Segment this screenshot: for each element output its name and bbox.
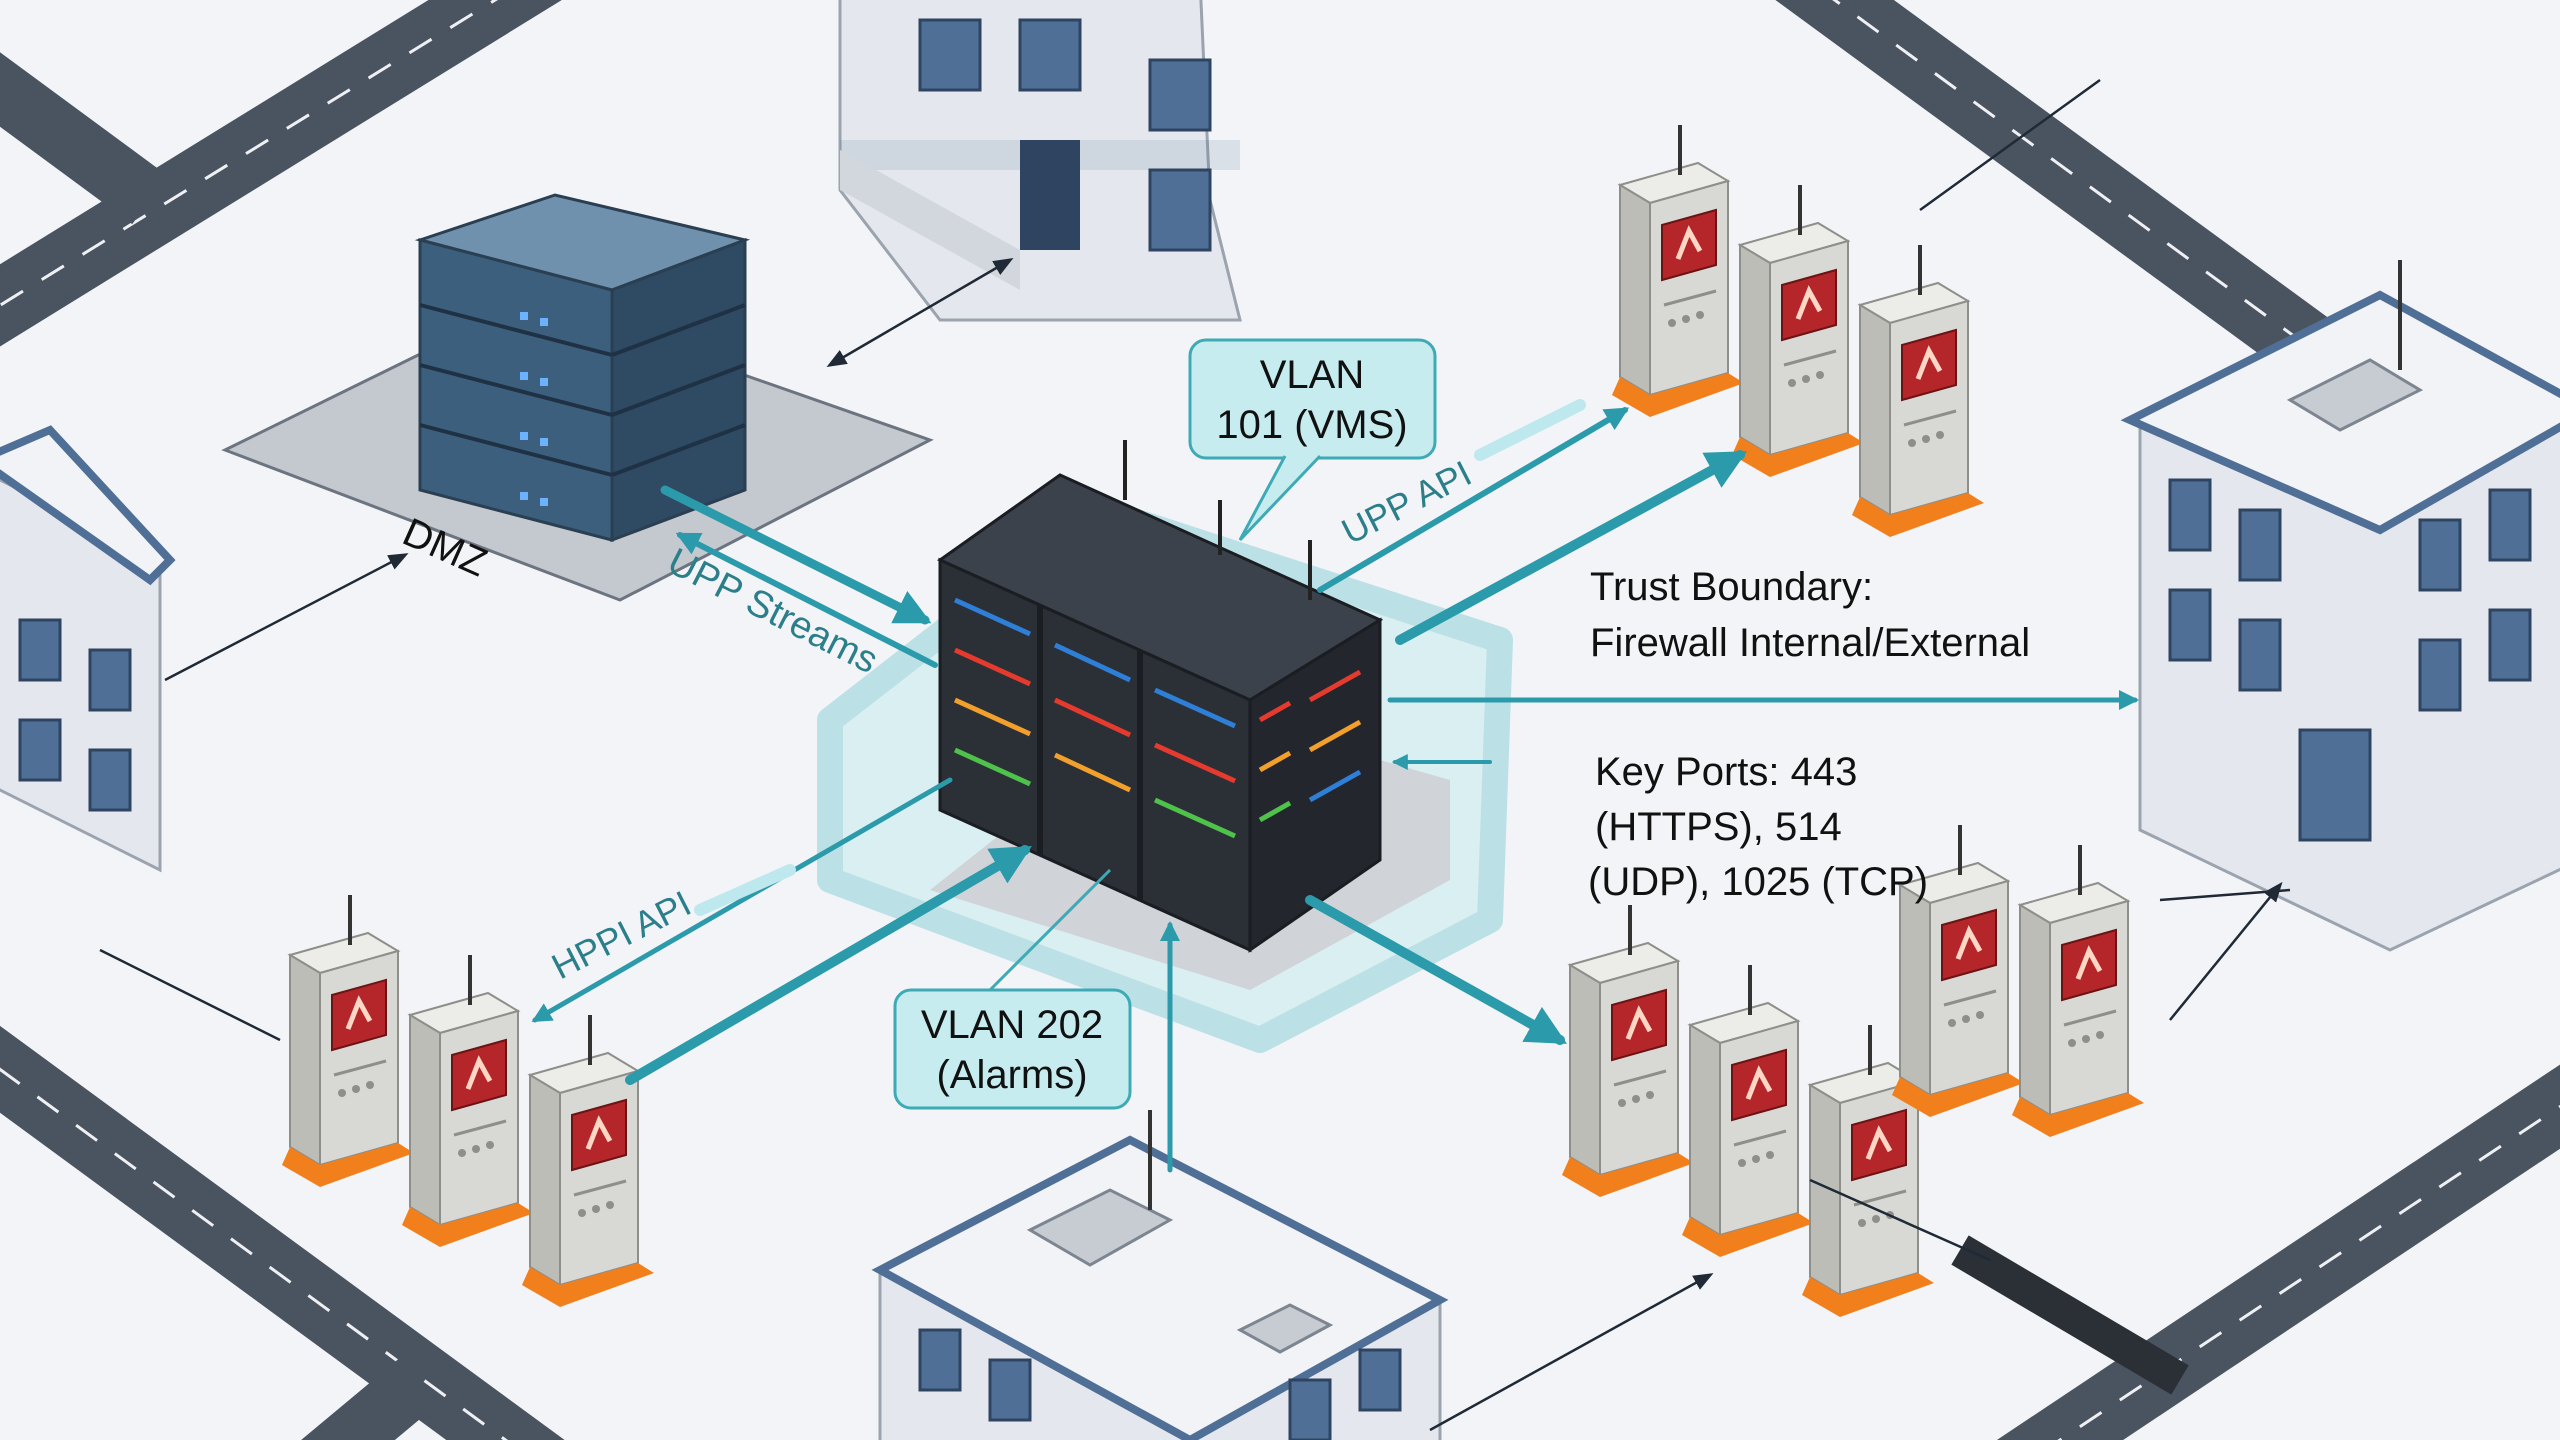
arrow-dmz-to-core [660, 485, 932, 625]
building-right [2120, 260, 2560, 952]
vlan-202-line2: (Alarms) [936, 1053, 1087, 1097]
key-ports-line2: (HTTPS), 514 [1595, 805, 1842, 849]
callout-vlan-101: VLAN 101 (VMS) [1188, 338, 1437, 542]
thin-links [99, 78, 2291, 1432]
dash-marks [694, 399, 1586, 916]
callout-vlan-202: VLAN 202 (Alarms) [893, 868, 1132, 1110]
core-server-rack [930, 440, 1450, 990]
flow-arrows [531, 407, 2139, 1173]
trust-boundary-line1: Trust Boundary: [1590, 565, 1873, 609]
vlan-101-line2: 101 (VMS) [1216, 403, 1407, 447]
arrow-core-to-bottom-panels [1305, 895, 1567, 1045]
key-ports-line3: (UDP), 1025 (TCP) [1588, 860, 1928, 904]
building-top [838, 0, 1242, 322]
arrow-left-panels-to-core [625, 845, 1032, 1085]
alarm-panel-cluster-right [1892, 825, 2144, 1137]
upp-streams-label: UPP Streams [661, 541, 885, 683]
alarm-panel-cluster-top [1612, 125, 1984, 537]
building-bottom [871, 1110, 1449, 1440]
key-ports-line1: Key Ports: 443 [1595, 750, 1857, 794]
dmz-server-stack [414, 193, 751, 543]
trust-boundary-line2: Firewall Internal/External [1590, 621, 2030, 665]
building-left [0, 425, 176, 873]
arrow-core-to-dmz [675, 532, 938, 668]
vlan-202-line1: VLAN 202 [921, 1003, 1103, 1047]
vlan-101-line1: VLAN [1260, 353, 1365, 397]
arrow-core-to-top-panels [1317, 407, 1630, 593]
arrow-core-to-left-panels [531, 777, 953, 1023]
alarm-panel-cluster-bottom [1562, 905, 1934, 1317]
arrow-core-to-top-right [1395, 450, 1748, 645]
